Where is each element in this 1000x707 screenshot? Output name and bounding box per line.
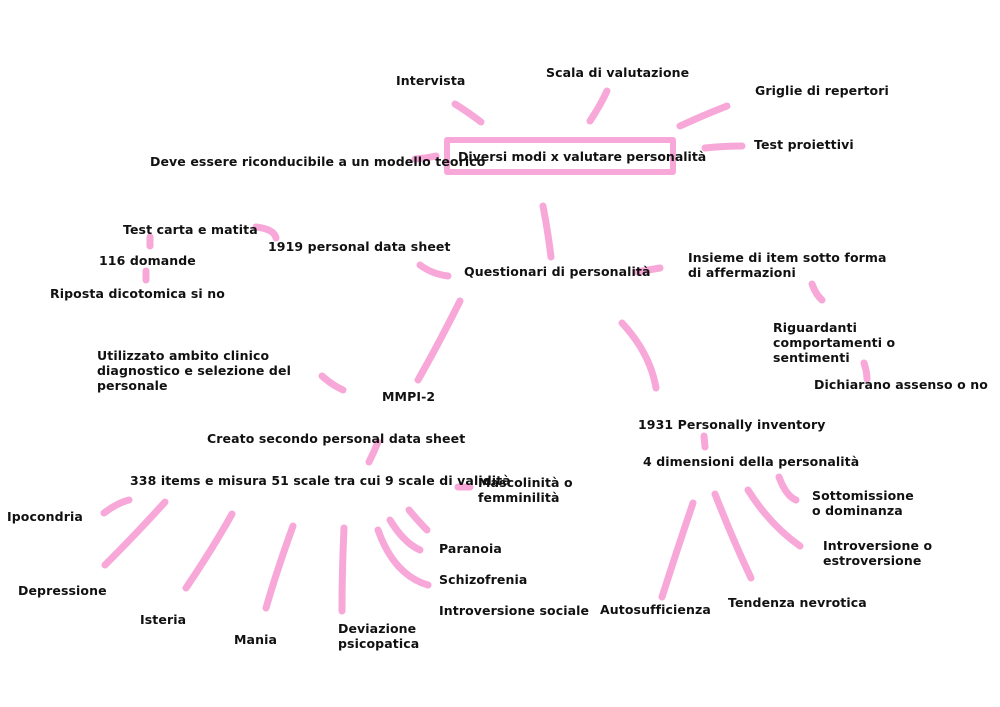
connector-riguardanti [808,280,826,304]
connector-modello [411,152,440,163]
node-paranoia: Paranoia [439,541,502,556]
connector-sottomissione [775,473,800,504]
connector-proiettivi [701,142,746,152]
node-insieme-di-item: Insieme di item sotto forma di affermazi… [688,250,887,280]
connector-paranoia [386,516,424,554]
connector-isteria [182,510,236,592]
node-autosufficienza: Autosufficienza [600,602,711,617]
connector-introversione-sociale [405,506,431,534]
node-1931-inventory: 1931 Personally inventory [638,417,826,432]
connector-ipocondria [100,496,133,517]
node-introversione-sociale: Introversione sociale [439,603,590,618]
node-griglie-di-repertori: Griglie di repertori [755,83,889,98]
central-node-label: Diversi modi x valutare personalità [458,148,707,164]
connector-dimensioni [700,432,709,451]
connector-nevrotica [711,490,755,582]
connector-introversione [744,486,804,550]
node-riguardanti: Riguardanti comportamenti o sentimenti [773,320,896,365]
connector-scala [586,87,611,125]
node-dichiarano: Dichiarano assenso o no [814,377,988,392]
node-mmpi2: MMPI-2 [382,389,436,404]
node-deviazione: Deviazione psicopatica [338,621,420,651]
connector-1919 [416,261,452,280]
node-test-proiettivi: Test proiettivi [754,137,854,152]
connector-dichiarano [860,359,871,383]
node-338-items: 338 items e misura 51 scale tra cui 9 sc… [130,473,511,488]
node-dicotomica: Riposta dicotomica si no [50,286,225,301]
node-intervista: Intervista [396,73,466,88]
node-questionari: Questionari di personalità [464,264,651,279]
node-introversione: Introversione o estroversione [823,538,933,568]
node-carta-matita: Test carta e matita [123,222,258,237]
connector-mania [262,522,297,612]
connector-intervista [451,100,485,126]
node-creato: Creato secondo personal data sheet [207,431,466,446]
node-schizofrenia: Schizofrenia [439,572,528,587]
connector-autosufficienza [658,499,697,601]
connector-mmpi [414,297,464,384]
node-utilizzato: Utilizzato ambito clinico diagnostico e … [97,348,291,393]
connector-schizofrenia [374,526,432,589]
node-1919-sheet: 1919 personal data sheet [268,239,451,254]
node-modello-teorico: Deve essere riconducibile a un modello t… [150,154,486,169]
node-4-dimensioni: 4 dimensioni della personalità [643,454,860,469]
connector-utilizzato [318,372,347,394]
connector-creato [365,438,382,466]
connector-insieme [633,264,664,276]
node-scala-di-valutazione: Scala di valutazione [546,65,690,80]
connector-carta [252,223,280,242]
node-tendenza-nevrotica: Tendenza nevrotica [728,595,867,610]
node-sottomissione: Sottomissione o dominanza [812,488,914,518]
node-mascolinita: Mascolinità o femminilità [478,475,573,505]
connector-inventory [618,319,660,392]
node-116-domande: 116 domande [99,253,196,268]
connector-griglie [676,102,731,130]
central-node: Diversi modi x valutare personalità [444,137,706,175]
connector-deviazione [338,524,348,615]
connector-questionari [539,202,555,261]
node-depressione: Depressione [18,583,107,598]
connector-depressione [101,498,169,569]
node-mania: Mania [234,632,277,647]
node-ipocondria: Ipocondria [7,509,83,524]
node-isteria: Isteria [140,612,187,627]
